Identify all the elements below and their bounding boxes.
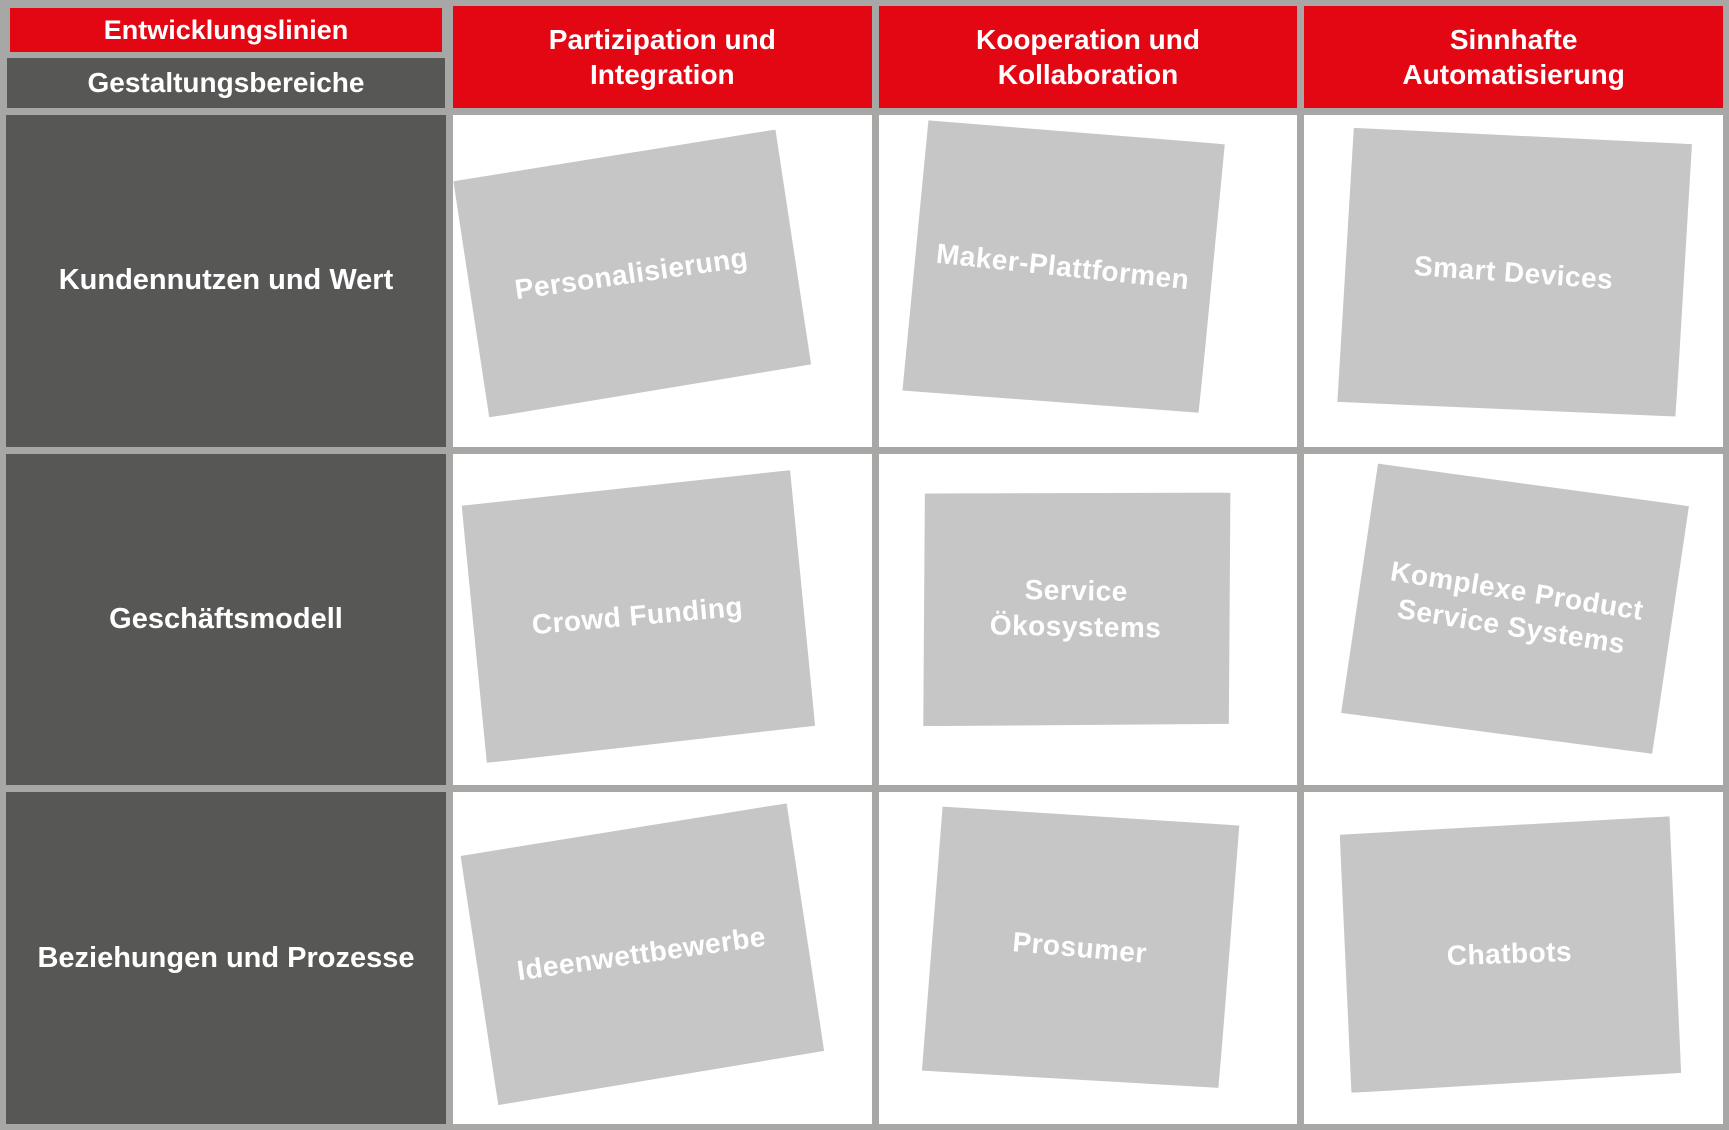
matrix-cell-r3c2: Prosumer (878, 792, 1298, 1124)
matrix-cell-r1c3: Smart Devices (1304, 115, 1723, 447)
matrix-cell-r1c2: Maker-Plattformen (878, 115, 1298, 447)
matrix-cell-r2c2: Service Ökosystems (878, 453, 1298, 786)
row-header-beziehungen-und-prozesse: Beziehungen und Prozesse (6, 792, 446, 1124)
matrix-cell-r3c1: Ideenwettbewerbe (453, 792, 872, 1124)
matrix-cell-r2c3: Komplexe Product Service Systems (1304, 453, 1723, 786)
matrix-cell-r1c1: Personalisierung (453, 115, 872, 447)
sticky-note-crowd-funding: Crowd Funding (459, 469, 816, 763)
column-header-sinnhafte-automatisierung: Sinnhafte Automatisierung (1304, 6, 1723, 108)
matrix-cell-r2c1: Crowd Funding (453, 453, 872, 786)
corner-bottom-label: Gestaltungsbereiche (7, 58, 445, 108)
corner-cell: Entwicklungslinien Gestaltungsbereiche (6, 6, 446, 108)
matrix-cell-r3c3: Chatbots (1304, 792, 1723, 1124)
sticky-note-personalisierung: Personalisierung (453, 130, 812, 419)
sticky-note-ideenwettbewerbe: Ideenwettbewerbe (458, 803, 826, 1106)
corner-top-label: Entwicklungslinien (10, 8, 442, 52)
sticky-note-chatbots: Chatbots (1337, 816, 1681, 1093)
sticky-note-service-oekosystems: Service Ökosystems (918, 487, 1232, 731)
column-header-partizipation-und-integration: Partizipation und Integration (453, 6, 872, 108)
row-header-geschaeftsmodell: Geschäftsmodell (6, 453, 446, 786)
row-header-kundennutzen-und-wert: Kundennutzen und Wert (6, 115, 446, 447)
column-header-kooperation-und-kollaboration: Kooperation und Kollaboration (878, 6, 1298, 108)
sticky-note-komplexe-product-service-systems: Komplexe Product Service Systems (1336, 457, 1691, 762)
sticky-note-maker-plattformen: Maker-Plattformen (898, 115, 1227, 422)
sticky-note-prosumer: Prosumer (918, 800, 1242, 1097)
sticky-note-smart-devices: Smart Devices (1333, 120, 1695, 425)
